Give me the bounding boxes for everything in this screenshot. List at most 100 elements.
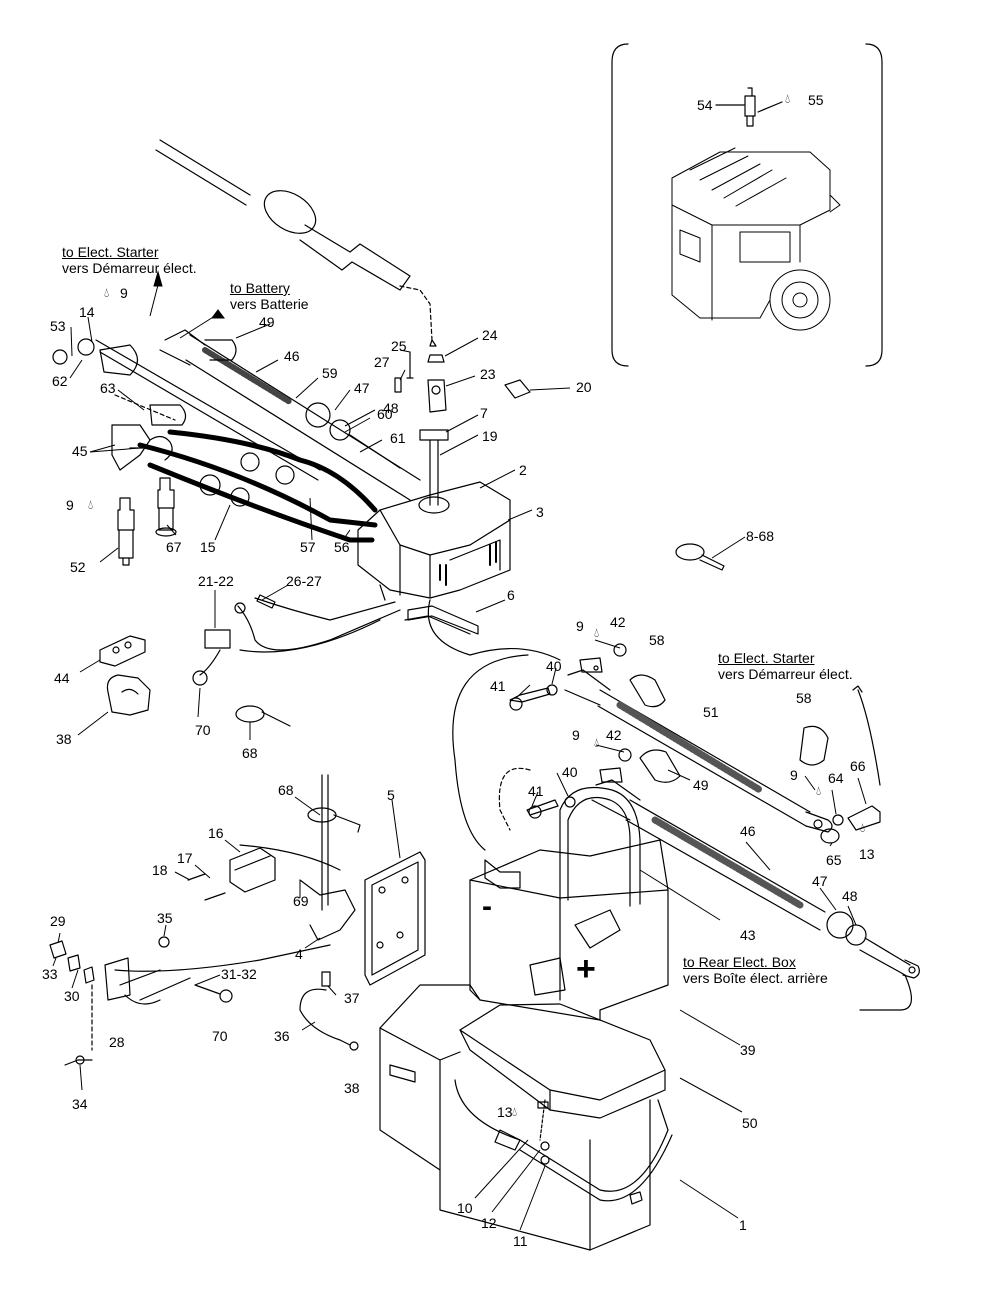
callout-50: 50 <box>742 1115 758 1131</box>
droplet-icon: 💧︎ <box>104 285 110 300</box>
callout-47: 47 <box>354 380 370 396</box>
washer-65 <box>820 828 840 844</box>
callout-36: 36 <box>274 1028 290 1044</box>
callout-57: 57 <box>300 539 316 555</box>
callout-69: 69 <box>293 893 309 909</box>
callout-40: 40 <box>562 764 578 780</box>
callout-11: 11 <box>513 1233 528 1249</box>
note-to-battery: to Battery vers Batterie <box>230 280 309 312</box>
callout-10: 10 <box>457 1200 473 1216</box>
callout-40: 40 <box>546 658 562 674</box>
left-terminal <box>52 338 321 481</box>
note-line-en: to Rear Elect. Box <box>683 954 796 970</box>
relay-16 <box>187 847 276 901</box>
spark-plug-wires <box>137 429 378 543</box>
note-line-fr: vers Batterie <box>230 296 309 312</box>
terminal-block-44 <box>99 635 146 667</box>
spark-plug-52 <box>117 497 135 566</box>
callout-63: 63 <box>100 380 116 396</box>
callout-38: 38 <box>344 1080 360 1096</box>
engine-icon <box>671 147 841 331</box>
boot-63 <box>149 404 187 426</box>
droplet-icon: 💧︎ <box>860 820 866 835</box>
engine-inset <box>611 43 883 367</box>
callout-30: 30 <box>64 988 80 1004</box>
callout-54: 54 <box>697 97 713 113</box>
callout-34: 34 <box>72 1096 88 1112</box>
callout-9: 9 <box>120 285 128 301</box>
boot-49b <box>639 749 681 783</box>
callout-15: 15 <box>200 539 216 555</box>
callout-13: 13 <box>497 1104 513 1120</box>
spark-plug-boots <box>111 424 173 471</box>
droplet-icon: 💧︎ <box>816 783 822 798</box>
note-to-starter-right: to Elect. Starter vers Démarreur élect. <box>718 650 853 682</box>
cable-51 <box>564 657 833 833</box>
battery-positive-sign: + <box>576 950 596 988</box>
note-to-rear-box: to Rear Elect. Box vers Boîte élect. arr… <box>683 954 828 986</box>
callout-42: 42 <box>606 727 622 743</box>
callout-44: 44 <box>54 670 70 686</box>
callout-33: 33 <box>42 966 58 982</box>
callout-20: 20 <box>576 379 592 395</box>
callout-48: 48 <box>842 888 858 904</box>
callout-35: 35 <box>157 910 173 926</box>
callout-66: 66 <box>850 758 866 774</box>
callout-1: 1 <box>739 1217 747 1233</box>
note-line-en: to Battery <box>230 280 290 296</box>
washer-64 <box>832 814 844 826</box>
cable-upper-46 <box>159 329 421 501</box>
harness-4 <box>114 774 361 1005</box>
wire-21-22 <box>192 594 401 686</box>
callout-41: 41 <box>490 678 506 694</box>
callout-17: 17 <box>177 850 193 866</box>
callout-21-22: 21-22 <box>198 573 234 589</box>
callout-46: 46 <box>740 823 756 839</box>
note-line-en: to Elect. Starter <box>718 650 815 666</box>
callout-38: 38 <box>56 731 72 747</box>
callout-39: 39 <box>740 1042 756 1058</box>
callout-9: 9 <box>790 767 798 783</box>
cable-tie-68 <box>235 705 265 723</box>
droplet-icon: 💧︎ <box>594 625 600 640</box>
battery-tray <box>459 1003 666 1119</box>
callout-37: 37 <box>344 990 360 1006</box>
callout-64: 64 <box>828 770 844 786</box>
droplet-icon: 💧︎ <box>594 735 600 750</box>
callout-16: 16 <box>208 825 224 841</box>
callout-47: 47 <box>812 873 828 889</box>
callout-7: 7 <box>480 405 488 421</box>
callout-49: 49 <box>693 777 709 793</box>
callout-49: 49 <box>259 314 275 330</box>
callout-9: 9 <box>572 727 580 743</box>
callout-3: 3 <box>536 504 544 520</box>
callout-8-68: 8-68 <box>746 528 775 544</box>
battery-box <box>379 984 673 1251</box>
callout-60: 60 <box>377 406 393 422</box>
callout-70: 70 <box>212 1028 228 1044</box>
box-fasteners <box>537 1099 550 1165</box>
callout-12: 12 <box>481 1215 497 1231</box>
callout-9: 9 <box>66 497 74 513</box>
callout-58: 58 <box>649 632 665 648</box>
callout-6: 6 <box>507 587 515 603</box>
callout-27: 27 <box>374 354 390 370</box>
cable-46-lower <box>591 767 920 979</box>
cable-tie-8-68 <box>675 543 725 571</box>
callout-24: 24 <box>482 327 498 343</box>
fuse-holder-parts <box>394 351 531 506</box>
note-line-fr: vers Boîte élect. arrière <box>683 970 828 986</box>
note-line-fr: vers Démarreur élect. <box>718 666 853 682</box>
callout-53: 53 <box>50 318 66 334</box>
callout-62: 62 <box>52 373 68 389</box>
callout-48: 48 <box>383 400 399 416</box>
callout-51: 51 <box>703 704 719 720</box>
callout-18: 18 <box>152 862 168 878</box>
callout-67: 67 <box>166 539 182 555</box>
clamp-38 <box>106 674 151 716</box>
callout-26-27: 26-27 <box>286 573 322 589</box>
callout-28: 28 <box>109 1034 125 1050</box>
boot-58b <box>799 725 829 766</box>
connector-parts <box>49 936 170 1066</box>
